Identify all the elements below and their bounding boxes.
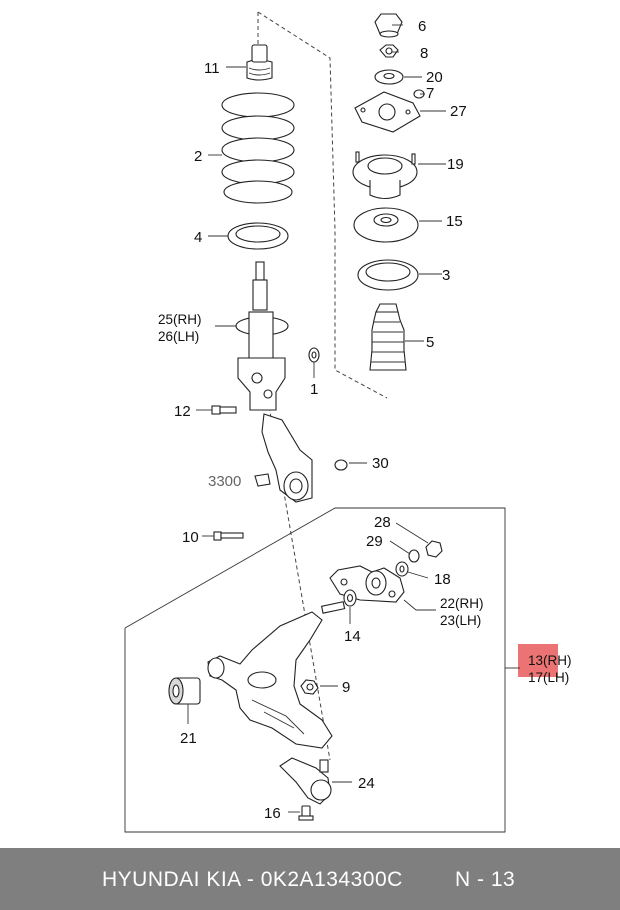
highlight-marker [518, 644, 558, 677]
label-2: 2 [194, 148, 202, 165]
footer-bar: HYUNDAI KIA - 0K2A134300C N - 13 [0, 848, 620, 910]
label-5: 5 [426, 334, 434, 351]
label-30: 30 [372, 455, 389, 472]
label-9: 9 [342, 679, 350, 696]
mount-plate-part [354, 91, 421, 133]
label-17: 17(LH) [528, 670, 569, 685]
dust-cap-part [374, 13, 403, 38]
label-28: 28 [374, 514, 391, 531]
bushing-bracket-part [329, 565, 405, 603]
washer-1-part [308, 347, 320, 363]
lower-arm-box [124, 507, 506, 833]
label-16: 16 [264, 805, 281, 822]
washer-20-part [374, 69, 404, 85]
label-14: 14 [344, 628, 361, 645]
upper-seat-part [353, 207, 419, 243]
spring-pad-part [357, 259, 419, 291]
parts-diagram: 11 2 4 25(RH) 26(LH) 1 12 3300 30 10 6 8… [124, 11, 572, 833]
bolt-10-part [213, 531, 244, 541]
label-1: 1 [310, 381, 318, 398]
label-3: 3 [442, 267, 450, 284]
callout-labels: 11 2 4 25(RH) 26(LH) 1 12 3300 30 10 6 8… [158, 18, 572, 822]
washer-18-part [395, 561, 409, 577]
bolt-12-part [211, 405, 237, 415]
label-6: 6 [418, 18, 426, 35]
label-8: 8 [420, 45, 428, 62]
coil-spring-part [221, 92, 295, 204]
label-21: 21 [180, 730, 197, 747]
nut-9-part [300, 679, 319, 695]
label-20: 20 [426, 69, 443, 86]
bushing-21-part [168, 677, 201, 705]
bolt-16-part [298, 805, 314, 821]
label-25: 25(RH) [158, 312, 202, 327]
strut-part [235, 261, 289, 411]
label-4: 4 [194, 229, 202, 246]
nut-30-part [334, 459, 348, 471]
label-11: 11 [204, 60, 220, 77]
label-12: 12 [174, 403, 191, 420]
label-26: 26(LH) [158, 329, 199, 344]
spring-seat-part [227, 222, 289, 250]
label-24: 24 [358, 775, 375, 792]
lower-arm-part [207, 601, 346, 749]
label-29: 29 [366, 533, 383, 550]
washer-29-part [408, 549, 420, 563]
label-19: 19 [447, 156, 464, 173]
nut-8-part [379, 44, 399, 58]
label-13: 13(RH) [528, 653, 572, 668]
dust-boot-part [369, 303, 407, 371]
strut-mount-part [352, 151, 418, 200]
label-18: 18 [434, 571, 451, 588]
label-7: 7 [426, 85, 434, 102]
label-3300: 3300 [208, 473, 241, 490]
label-10: 10 [182, 529, 199, 546]
bump-stopper-part [246, 44, 273, 81]
label-22: 22(RH) [440, 596, 484, 611]
label-27: 27 [450, 103, 467, 120]
label-23: 23(LH) [440, 613, 481, 628]
footer-page-number: N - 13 [455, 868, 516, 891]
label-15: 15 [446, 213, 463, 230]
footer-part-number: HYUNDAI KIA - 0K2A134300C [102, 868, 403, 891]
nut-28-part [425, 540, 443, 558]
steering-knuckle-part [254, 413, 313, 503]
assembly-dash-outline [257, 11, 388, 761]
washer-14-part [343, 589, 357, 607]
ball-joint-part [279, 757, 332, 805]
